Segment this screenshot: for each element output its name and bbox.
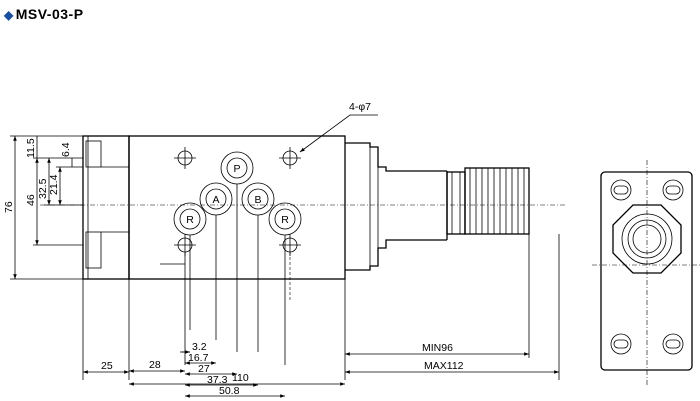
side-outer-circle	[621, 213, 673, 265]
lower-slot	[85, 231, 102, 269]
dim-6-4: 6.4	[60, 142, 72, 157]
dim-50-8: 50.8	[219, 385, 240, 397]
adjust-knob	[464, 167, 530, 235]
dim-25: 25	[101, 360, 113, 372]
side-view	[592, 160, 700, 385]
lock-nut	[446, 171, 466, 235]
callout-leader	[299, 114, 378, 153]
dim-3-2: 3.2	[192, 341, 207, 353]
title-marker: ◆	[4, 8, 14, 22]
port-b: B	[241, 182, 275, 216]
left-extension-lines	[10, 135, 83, 280]
dim-110: 110	[232, 372, 249, 384]
port-r-left: R	[173, 202, 207, 236]
dim-16-7: 16.7	[188, 352, 209, 364]
dim-min96: MIN96	[422, 342, 453, 354]
side-inner-circle	[627, 219, 667, 259]
dim-21-4: 21.4	[48, 174, 60, 195]
front-view: P A B R R 4-φ7	[3, 101, 565, 398]
dim-32-5: 32.5	[37, 178, 49, 199]
port-r-left-label: R	[186, 214, 194, 226]
dim-76: 76	[3, 201, 15, 213]
side-corner-holes	[610, 179, 684, 355]
page-title: ◆MSV-03-P	[4, 6, 84, 22]
side-plate	[600, 171, 693, 371]
side-octagon	[612, 204, 682, 274]
port-r-right: R	[268, 202, 302, 236]
right-housing-top	[345, 142, 447, 172]
title-text: MSV-03-P	[15, 6, 84, 22]
dim-28: 28	[149, 359, 161, 371]
dim-46: 46	[25, 194, 37, 206]
port-p-label: P	[233, 163, 240, 175]
dim-11-5: 11.5	[25, 138, 37, 158]
port-a: A	[199, 182, 233, 216]
dim-max112: MAX112	[424, 360, 464, 372]
left-flange	[82, 135, 130, 280]
dim-27: 27	[198, 363, 210, 375]
right-housing-bottom	[345, 239, 447, 271]
port-b-label: B	[254, 194, 261, 206]
port-r-right-label: R	[281, 214, 289, 226]
bottom-extension-lines	[82, 184, 560, 380]
port-p: P	[220, 151, 254, 185]
hole-callout: 4-φ7	[349, 101, 371, 113]
port-a-label: A	[212, 194, 219, 206]
upper-slot	[85, 140, 102, 168]
